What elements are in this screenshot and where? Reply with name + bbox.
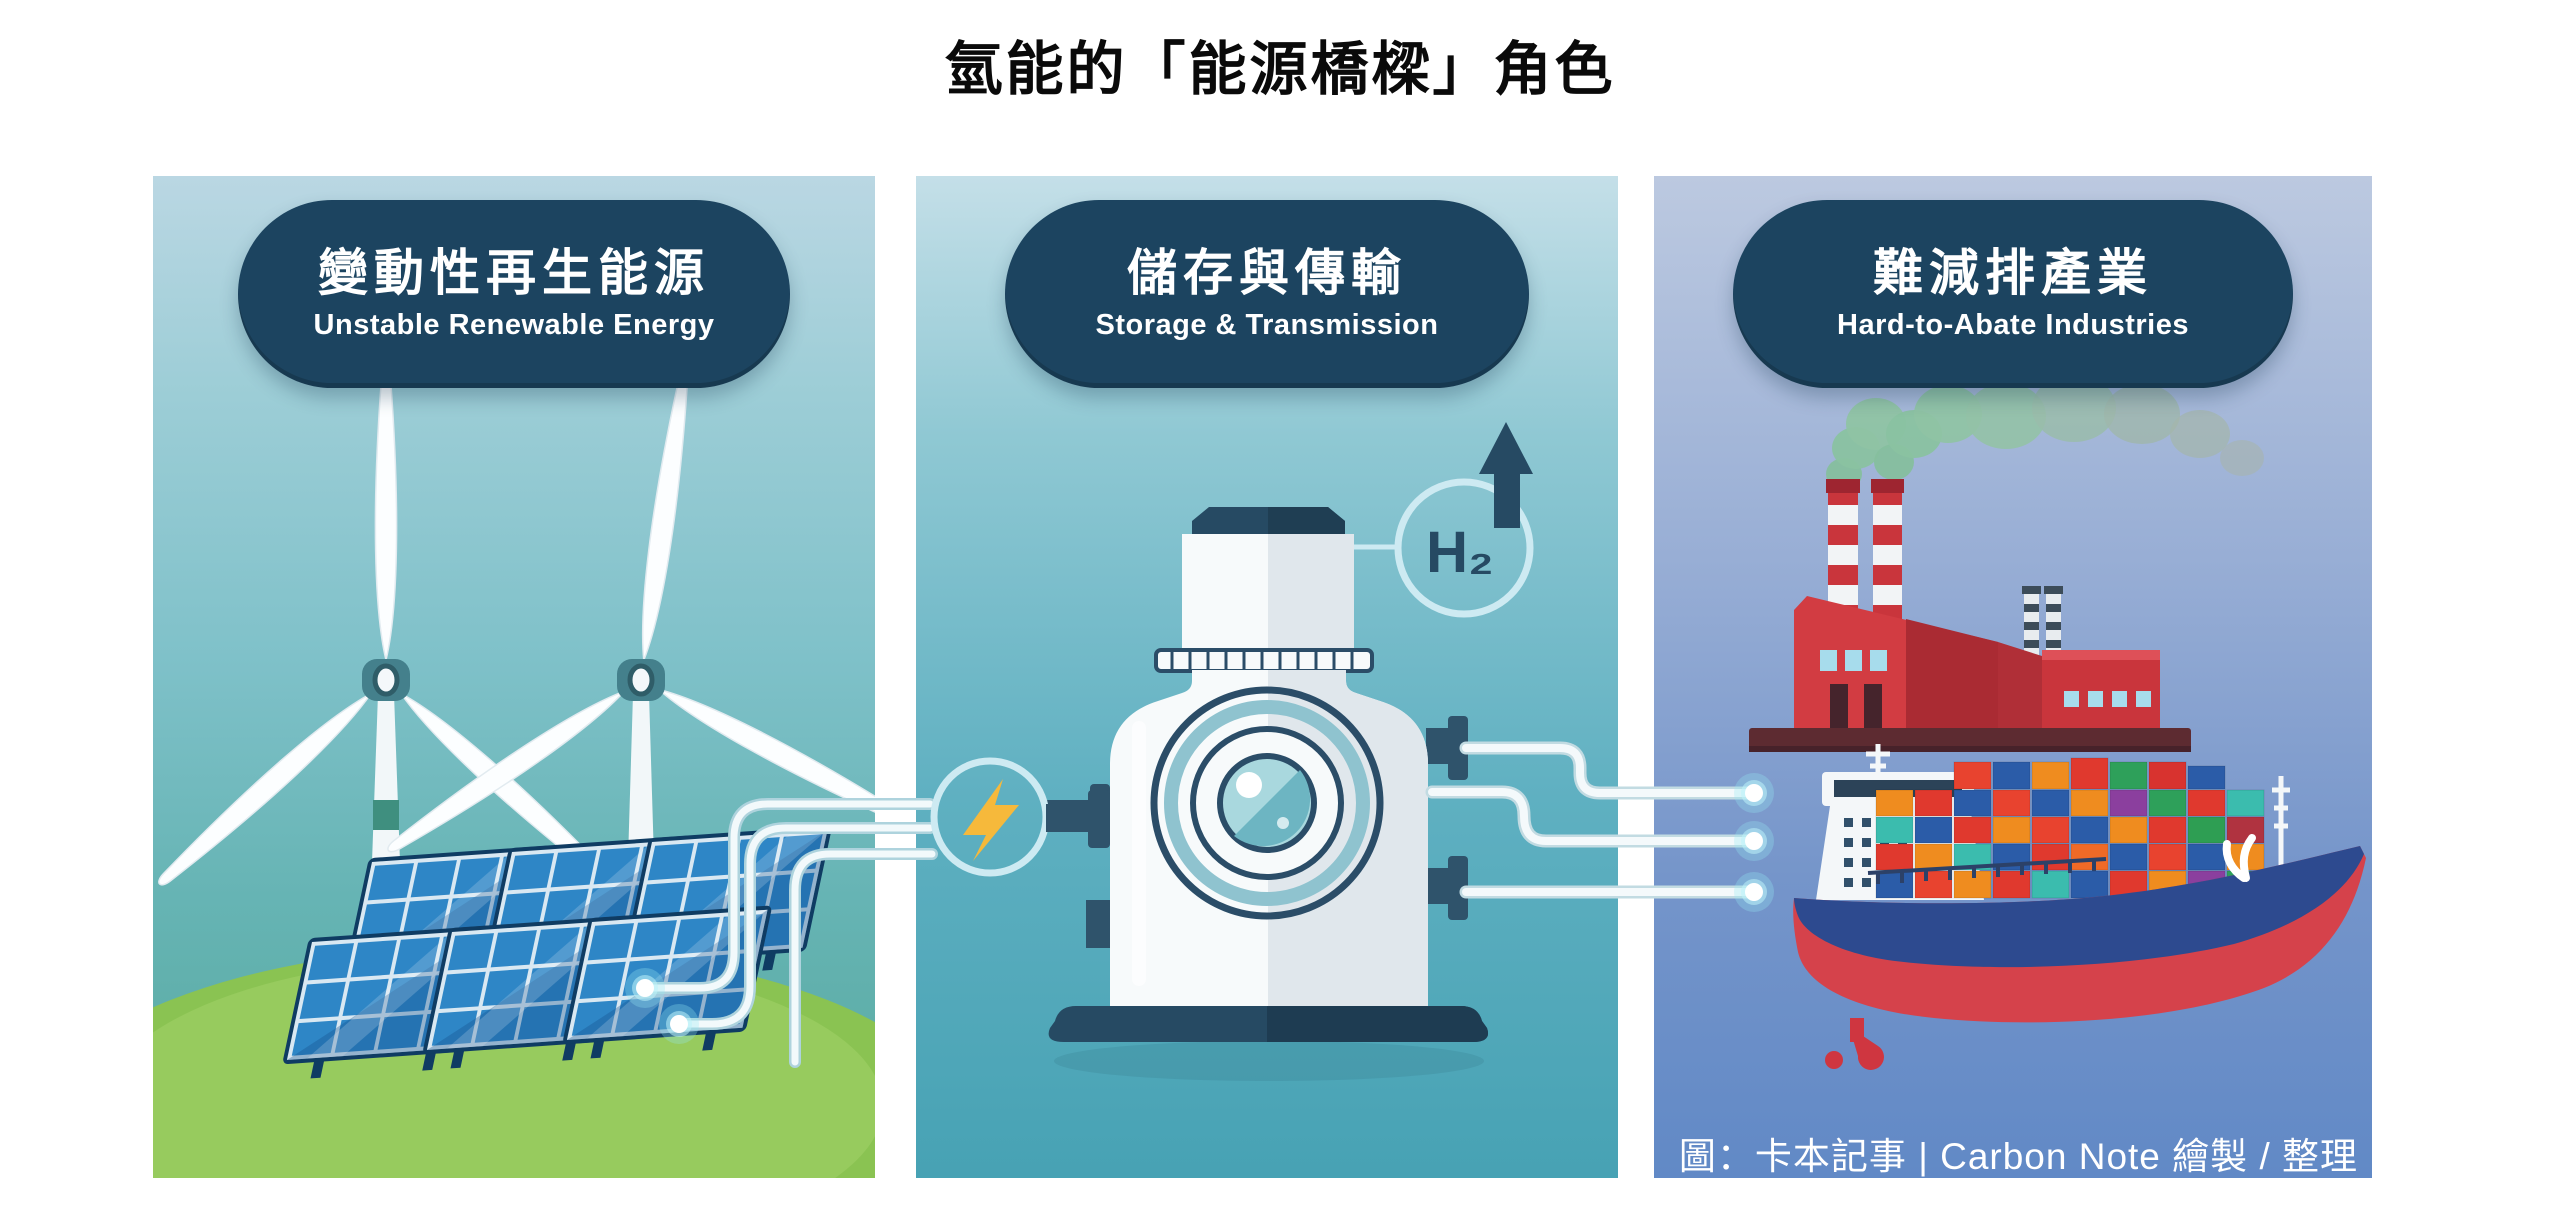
panel-title-zh: 儲存與傳輸 [1127, 245, 1407, 301]
smoke-plume [1826, 374, 2264, 490]
ship-propeller [1825, 1018, 1884, 1070]
h2-molecule-icon: H₂ [1354, 422, 1534, 618]
storage-illustration: H₂ [1046, 422, 1534, 1081]
panel-header-industries: 難減排產業 Hard-to-Abate Industries [1733, 200, 2293, 388]
panel-title-zh: 難減排產業 [1873, 245, 2153, 301]
chimney-small [2022, 586, 2063, 658]
ship-mast [1866, 744, 1890, 776]
h2-up-arrow-icon [1479, 422, 1533, 528]
tank-porthole [1150, 686, 1384, 920]
panel-title-zh: 變動性再生能源 [318, 245, 710, 301]
chimney-striped [1871, 479, 1904, 640]
container-stack [1875, 757, 2265, 899]
page-title: 氫能的「能源橋樑」角色 [944, 37, 1616, 102]
cargo-ship-icon [1793, 744, 2366, 1070]
h2-label: H₂ [1426, 520, 1494, 585]
panel-renewable: 變動性再生能源 Unstable Renewable Energy [153, 176, 875, 1178]
panel-industries: 難減排產業 Hard-to-Abate Industries [1654, 176, 2372, 1178]
panel-title-en: Storage & Transmission [1095, 309, 1439, 341]
panel-title-en: Unstable Renewable Energy [313, 309, 715, 341]
industries-illustration [1749, 374, 2366, 1070]
panel-header-renewable: 變動性再生能源 Unstable Renewable Energy [238, 200, 790, 388]
anchor-icon [2222, 834, 2256, 882]
credit-line: 圖：卡本記事 | Carbon Note 繪製 / 整理 [1678, 1136, 2358, 1177]
deck-railing [1867, 857, 2107, 884]
panel-header-storage: 儲存與傳輸 Storage & Transmission [1005, 200, 1529, 388]
panel-title-en: Hard-to-Abate Industries [1837, 309, 2189, 341]
dock-platform [1749, 728, 2191, 750]
panel-storage: H₂ [916, 176, 1618, 1178]
bow-mast [2272, 776, 2290, 876]
factory-icon [1749, 479, 2191, 752]
hydrogen-tank-icon: H₂ [1046, 422, 1534, 1081]
